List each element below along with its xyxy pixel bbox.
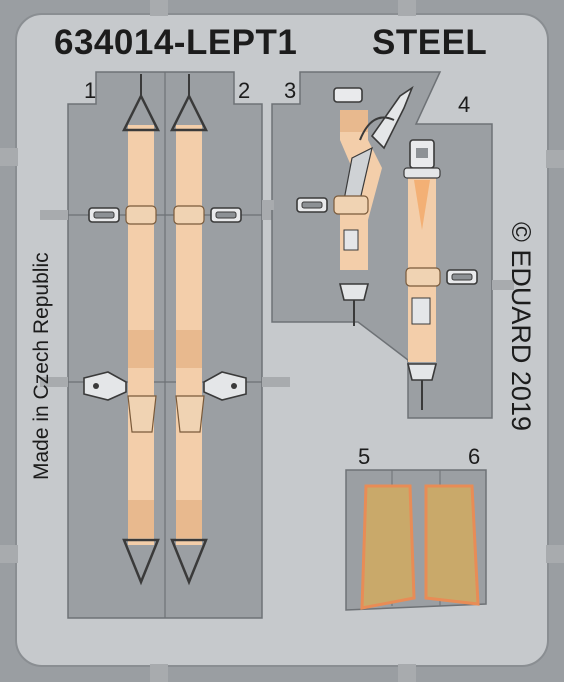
part-number-2: 2 xyxy=(238,78,250,103)
harness-strap-4 xyxy=(403,139,478,410)
seat-pad-5 xyxy=(360,484,416,610)
adjuster-buckle xyxy=(88,207,120,223)
strap-label-plate xyxy=(411,297,431,325)
sprue-tab xyxy=(150,664,168,682)
part-number-6: 6 xyxy=(468,444,480,469)
sprue-tab xyxy=(398,664,416,682)
strap-stitching xyxy=(176,500,202,538)
sprue-tab xyxy=(546,545,564,563)
lower-triangle-fitting xyxy=(122,538,160,586)
strap-end-tab xyxy=(175,395,205,433)
strap-slider xyxy=(333,195,369,215)
strap-label-plate xyxy=(343,229,359,251)
part-number-1: 1 xyxy=(84,78,96,103)
strap-stitching xyxy=(128,500,154,538)
part-number-5: 5 xyxy=(358,444,370,469)
angled-fitting xyxy=(370,85,414,150)
strap-stitching xyxy=(340,110,368,132)
sprue-tab xyxy=(0,545,18,563)
sprue-tab xyxy=(398,0,416,16)
copyright-text: © EDUARD 2019 xyxy=(506,222,536,431)
sprue-tab xyxy=(0,148,18,166)
lower-triangle-fitting xyxy=(170,538,208,586)
part-number-3: 3 xyxy=(284,78,296,103)
lap-buckle-plate xyxy=(83,371,127,401)
seat-pad-6 xyxy=(424,484,480,606)
strap-slider xyxy=(405,267,441,287)
adjuster-buckle xyxy=(446,269,478,285)
origin-text: Made in Czech Republic xyxy=(30,252,53,480)
sprue-tab xyxy=(546,150,564,168)
hook-fitting xyxy=(406,363,438,381)
lap-buckle-plate xyxy=(203,371,247,401)
shoulder-triangle-fitting xyxy=(121,93,161,132)
strap-slider xyxy=(125,205,157,225)
parts-3-4-backing xyxy=(262,71,514,419)
strap-end-buckle xyxy=(333,87,363,103)
harness-strap-2 xyxy=(169,74,247,586)
strap-stitching xyxy=(128,330,154,368)
harness-strap-1 xyxy=(83,74,161,586)
strap-slider xyxy=(173,205,205,225)
strap-stitching xyxy=(176,330,202,368)
part-number-4: 4 xyxy=(458,92,470,117)
sprue-tab xyxy=(150,0,168,16)
adjuster-buckle xyxy=(210,207,242,223)
sheet-code: 634014-LEPT1 xyxy=(54,23,297,62)
parts-1-2-backing xyxy=(40,71,290,619)
strap-end-tab xyxy=(127,395,157,433)
harness-strap-3 xyxy=(296,85,414,326)
adjuster-buckle xyxy=(296,197,328,213)
hook-fitting xyxy=(338,283,370,301)
shoulder-triangle-fitting xyxy=(169,93,209,132)
strap-marking xyxy=(414,180,430,230)
material-label: STEEL xyxy=(372,23,487,62)
